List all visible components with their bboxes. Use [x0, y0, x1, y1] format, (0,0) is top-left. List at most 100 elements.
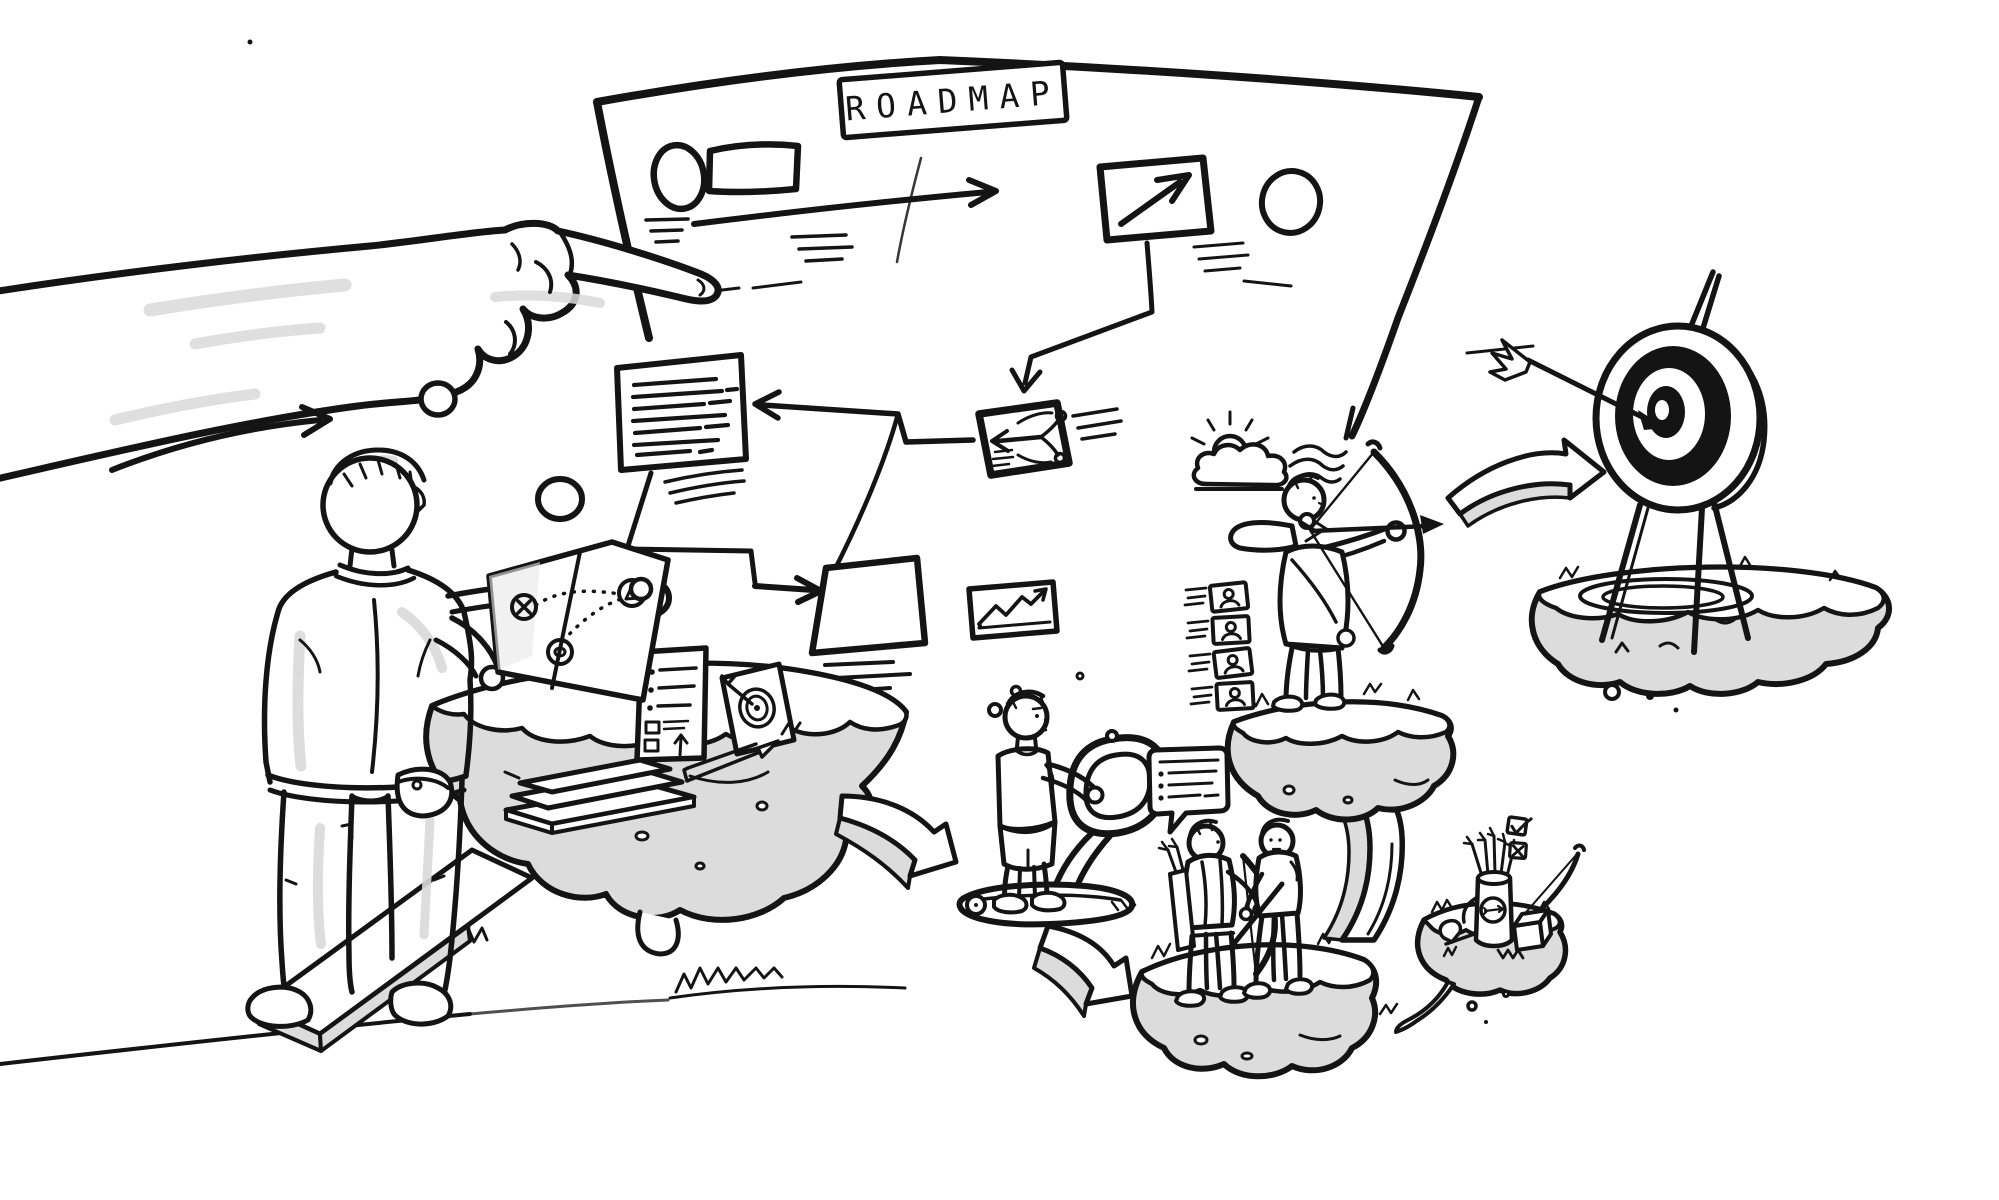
- shoe: [992, 892, 1029, 915]
- speed-lines: [644, 217, 854, 263]
- user-card-icon: [1207, 580, 1251, 614]
- transition-arrow-2: [1032, 923, 1135, 1018]
- text-scribble-lines: [630, 376, 740, 458]
- strategy-card: [975, 399, 1073, 479]
- transition-arrow-1: [834, 793, 959, 890]
- speech-bubble: [1146, 745, 1231, 835]
- hair: [327, 447, 427, 486]
- bow-icon: [1370, 448, 1425, 652]
- shoe: [1271, 694, 1305, 713]
- island-root: [635, 909, 681, 957]
- fingernail-line: [696, 278, 706, 297]
- arrowhead: [1638, 410, 1666, 430]
- flow-arrow-down: [1009, 240, 1155, 394]
- guidance-arrow: [109, 404, 333, 473]
- checkbox-cross-icon: [1507, 840, 1528, 861]
- checklist-sheet: [634, 645, 709, 763]
- trend-box: [1096, 154, 1215, 244]
- checkbox-checked-icon: [1505, 815, 1533, 837]
- speed-lines: [1071, 407, 1123, 441]
- legs: [277, 777, 465, 1001]
- user-card-icon: [1214, 680, 1256, 712]
- dizzy-bubble: [987, 702, 1003, 718]
- flow-arrow-right: [752, 575, 824, 605]
- stray-dot: [247, 39, 253, 45]
- crate-icon: [1512, 908, 1553, 952]
- head: [320, 455, 420, 555]
- fletching: [1488, 338, 1532, 382]
- preparation-island: [255, 645, 909, 1053]
- arrow-shaft: [1309, 523, 1431, 534]
- books-stack: [503, 757, 697, 835]
- user-cards: [1183, 580, 1256, 712]
- torso: [1277, 543, 1351, 651]
- floating-rock: [1646, 692, 1654, 700]
- flow-zigzag: [624, 470, 758, 586]
- team-member-listener: [1229, 817, 1315, 1000]
- legs: [1283, 645, 1344, 703]
- hand: [628, 576, 654, 602]
- goal-target: [1488, 269, 1892, 713]
- scooter-machine: [956, 729, 1170, 928]
- shoe: [1030, 890, 1067, 913]
- discussion-island: [1130, 817, 1399, 1080]
- arrow-shaft: [1525, 357, 1651, 423]
- bow-stick: [1229, 881, 1285, 949]
- roadmap-map: [486, 539, 671, 703]
- hip-pouch: [1336, 628, 1356, 648]
- quiver-icon: [1168, 868, 1196, 952]
- shoe: [1242, 981, 1273, 1000]
- planner-person: [245, 380, 672, 1029]
- arrowhead: [1420, 515, 1444, 534]
- shoe: [1284, 977, 1315, 996]
- torso: [995, 746, 1058, 832]
- speed-lines: [1192, 241, 1535, 355]
- rider-person: [956, 671, 1170, 928]
- sticky-note: [808, 554, 929, 693]
- flow-arrow-left: [752, 389, 976, 445]
- target-card: [719, 661, 797, 757]
- growth-chart-box: [966, 579, 1060, 641]
- pencil-icon: [682, 739, 780, 783]
- fletching: [1298, 519, 1330, 543]
- pointing-hand: [0, 219, 722, 482]
- bullseye-icon: [720, 674, 776, 729]
- user-card-icon: [1211, 646, 1255, 680]
- flow-oval: [650, 141, 708, 213]
- equipment-island: [1394, 815, 1586, 1034]
- quiver-icon: [1461, 826, 1516, 949]
- bird-mark: [780, 721, 802, 736]
- arrow-shafts: [1470, 834, 1516, 878]
- flow-arrow: [691, 177, 999, 227]
- trend-arrow-icon: [1118, 172, 1192, 227]
- block-arrow-icon: [1445, 437, 1607, 517]
- face-profile: [414, 486, 426, 512]
- grass-tuft: [674, 966, 784, 994]
- team-member-archer: [1157, 818, 1278, 1008]
- shoe: [1174, 989, 1207, 1008]
- user-card-icon: [1210, 614, 1252, 646]
- archer-person: [1228, 472, 1393, 713]
- floating-rock: [1673, 707, 1679, 713]
- target-island: [1528, 555, 1892, 713]
- shorts: [997, 819, 1058, 872]
- drawing-arm: [1228, 520, 1299, 553]
- shoe: [245, 984, 314, 1029]
- growth-chart-icon: [977, 587, 1052, 630]
- shoe: [388, 980, 454, 1027]
- sun-cloud-icon: [1190, 410, 1289, 491]
- hand: [1238, 906, 1254, 922]
- torso: [261, 569, 339, 785]
- board-title-box: ROADMAP: [836, 59, 1070, 141]
- checklist-icon: [643, 666, 698, 757]
- target-icon: [1592, 322, 1764, 514]
- island-root: [1394, 980, 1456, 1034]
- emblem: [1479, 896, 1507, 924]
- flight-arrow: [1445, 437, 1607, 528]
- bow-and-arrow: [1298, 439, 1444, 655]
- roadmap-board: ROADMAP: [593, 56, 1535, 693]
- flow-oval-2: [1258, 168, 1324, 236]
- notes-document: [614, 352, 749, 505]
